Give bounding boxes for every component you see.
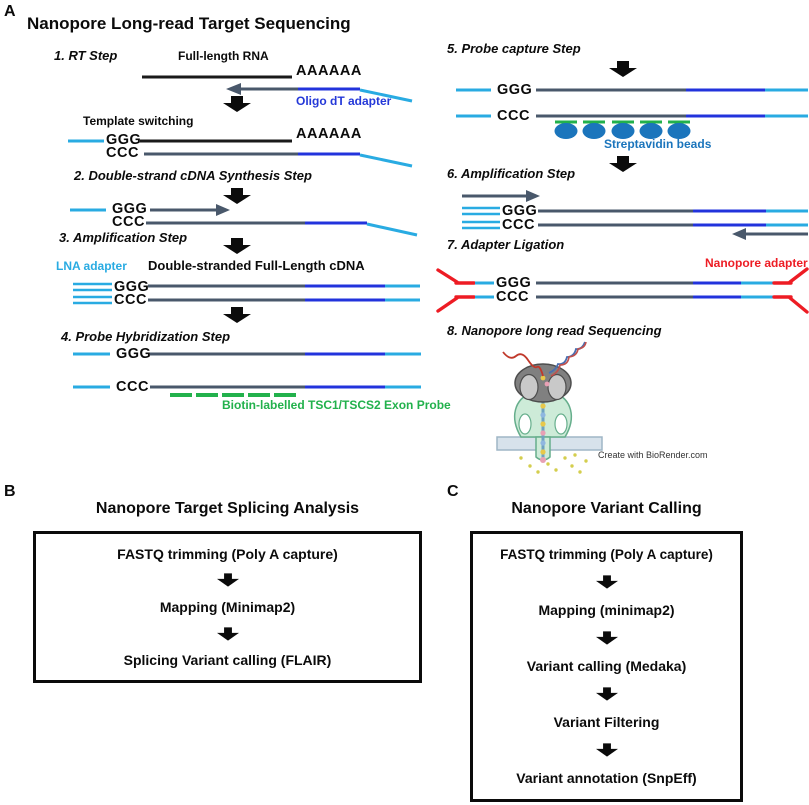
streptavidin-beads-label: Streptavidin beads [604,137,712,151]
down-arrow-icon [223,307,251,323]
right-arrowhead [216,204,230,216]
poly-a-tail: AAAAAA [296,63,362,79]
ccc-label: CCC [116,379,149,395]
variant-calling-flowchart: FASTQ trimming (Poly A capture) Mapping … [470,531,743,802]
flow-step: Variant annotation (SnpEff) [516,770,697,786]
sequencing-signal-dots [519,453,588,474]
panel-c-label: C [447,483,459,500]
down-arrow-icon [216,626,239,641]
flow-down-arrows [223,61,637,323]
down-arrow-icon [223,188,251,204]
step1-label: 1. RT Step [54,48,118,63]
step5-label: 5. Probe capture Step [447,41,581,56]
down-arrow-icon [595,743,618,757]
panel-c-title: Nanopore Variant Calling [511,500,702,517]
nanopore-illustration [496,341,603,474]
template-switching-label: Template switching [83,114,194,128]
biorender-credit: Create with BioRender.com [598,450,708,460]
step1-rt-diagram [68,75,413,168]
step8-label: 8. Nanopore long read Sequencing [447,323,662,338]
lna-adapter-label: LNA adapter [56,259,127,273]
step2-synthesis-diagram [70,204,418,237]
step2-label: 2. Double-strand cDNA Synthesis Step [74,168,312,183]
oligo-dt-adapter-label: Oligo dT adapter [296,94,392,108]
down-arrow-icon [595,687,618,701]
flow-step: Splicing Variant calling (FLAIR) [123,652,332,669]
poly-a-tail: AAAAAA [296,126,362,142]
ggg-label: GGG [496,275,532,291]
down-arrow-icon [595,631,618,645]
panel-b-title: Nanopore Target Splicing Analysis [95,500,360,517]
step3-label: 3. Amplification Step [59,230,188,245]
ggg-label: GGG [114,279,150,295]
ccc-label: CCC [112,214,145,230]
ggg-label: GGG [116,346,152,362]
flow-step: FASTQ trimming (Poly A capture) [500,547,713,562]
biotin-probe-label: Biotin-labelled TSC1/TSCS2 Exon Probe [222,398,451,412]
flow-step: Mapping (minimap2) [538,602,675,618]
panel-a-label: A [4,3,16,20]
step4-label: 4. Probe Hybridization Step [61,329,231,344]
ccc-label: CCC [106,145,139,161]
step7-ligation-diagram [436,267,809,314]
down-arrow-icon [609,156,637,172]
right-arrowhead [526,190,540,202]
step6-label: 6. Amplification Step [447,166,576,181]
double-stranded-cdna-label: Double-stranded Full-Length cDNA [148,258,365,273]
down-arrow-icon [223,96,251,112]
ccc-label: CCC [496,289,529,305]
panel-a-title: Nanopore Long-read Target Sequencing [27,14,351,33]
down-arrow-icon [223,238,251,254]
flow-step: FASTQ trimming (Poly A capture) [117,545,338,562]
down-arrow-icon [595,575,618,589]
ggg-label: GGG [106,132,142,148]
ggg-label: GGG [112,201,148,217]
left-arrowhead [226,83,241,95]
streptavidin-beads-graphic [554,120,691,139]
step3-amplification-diagram [73,282,420,305]
down-arrow-icon [216,573,239,587]
splicing-analysis-flowchart: FASTQ trimming (Poly A capture) Mapping … [33,531,422,683]
flow-step: Variant calling (Medaka) [526,658,687,674]
ccc-label: CCC [497,108,530,124]
nanopore-adapter-label: Nanopore adapter [705,256,808,270]
ccc-label: CCC [502,217,535,233]
step4-hybridization-diagram [73,352,421,397]
ggg-label: GGG [502,203,538,219]
flow-step: Variant Filtering [553,714,660,730]
step5-capture-diagram [456,88,808,139]
full-length-rna-label: Full-length RNA [178,49,269,63]
step7-label: 7. Adapter Ligation [447,237,565,252]
flow-step: Mapping (Minimap2) [159,598,296,615]
step6-amplification-diagram [462,190,808,240]
down-arrow-icon [609,61,637,77]
ggg-label: GGG [497,82,533,98]
panel-b-label: B [4,483,16,500]
left-arrowhead [732,228,746,240]
ccc-label: CCC [114,292,147,308]
